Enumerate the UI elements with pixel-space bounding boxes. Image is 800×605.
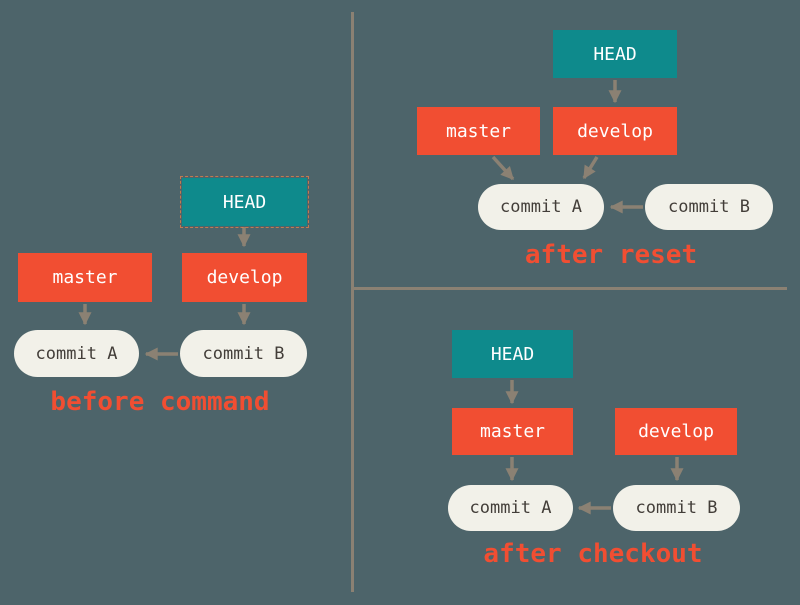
reset-head-box: HEAD [553,30,677,78]
reset-master-box: master [417,107,540,155]
before-develop-box: develop [182,253,307,302]
after-reset-caption: after reset [524,240,698,270]
checkout-head-box: HEAD [452,330,573,378]
checkout-commit-b-pill: commit B [613,485,740,531]
checkout-develop-box: develop [615,408,737,455]
reset-arrow-develop-to-commit-a-icon [582,156,599,180]
before-command-caption: before command [50,387,270,417]
reset-commit-a-pill: commit A [478,184,604,230]
reset-arrow-master-to-commit-a-icon [491,155,515,181]
checkout-commit-a-pill: commit A [448,485,573,531]
before-commit-a-pill: commit A [14,330,139,377]
reset-commit-b-pill: commit B [645,184,773,230]
checkout-master-box: master [452,408,573,455]
before-head-box: HEAD [180,176,309,228]
before-master-box: master [18,253,152,302]
after-checkout-caption: after checkout [483,539,703,569]
before-commit-b-pill: commit B [180,330,307,377]
reset-develop-box: develop [553,107,677,155]
